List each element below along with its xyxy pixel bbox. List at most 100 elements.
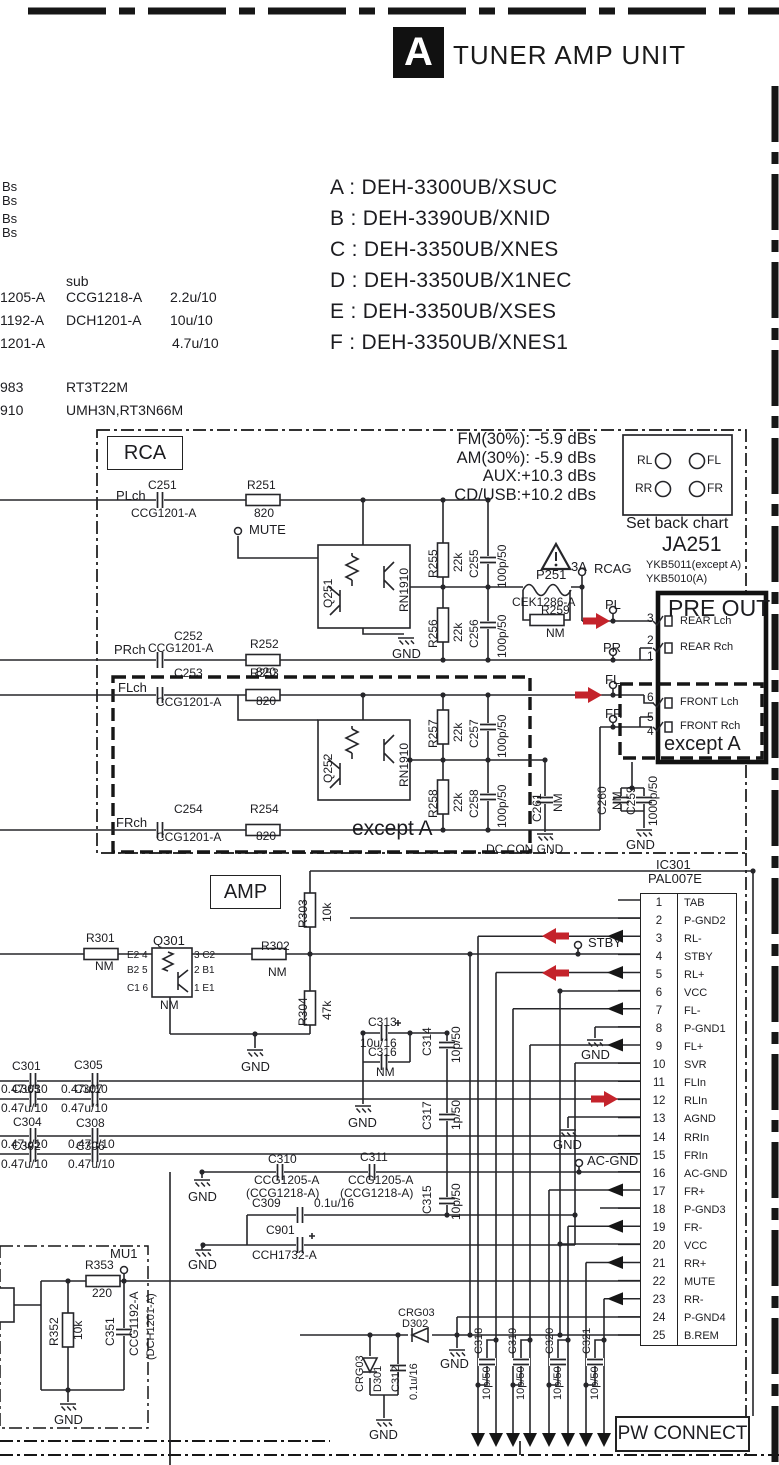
mute-label: MUTE <box>249 522 286 537</box>
ic301-pin-name: RL+ <box>684 969 705 982</box>
ic301-pin-name: B.REM <box>684 1329 719 1342</box>
r303: R303 <box>296 899 310 928</box>
page-title: TUNER AMP UNIT <box>453 40 687 70</box>
ic301-pin-number: 14 <box>641 1128 678 1147</box>
c310-val2: (CCG1218-A) <box>246 1186 320 1200</box>
ic301-pin-number: 2 <box>641 912 678 931</box>
ic301-pin-name: RR- <box>684 1293 704 1306</box>
q251-type: RN1910 <box>397 567 411 612</box>
c315: C315 <box>420 1185 434 1214</box>
c258: C258 <box>467 789 481 818</box>
pre-out-box <box>655 590 769 765</box>
mu1: MU1 <box>110 1246 138 1261</box>
c309: C309 <box>252 1196 281 1210</box>
part-row3-a: 1201-A <box>0 335 46 351</box>
preout-pin2: 2 <box>647 633 654 647</box>
c301-val: 0.47u/10 <box>1 1082 48 1096</box>
r302: R302 <box>261 939 290 953</box>
amp-section-label: AMP <box>210 875 281 909</box>
ic301-pin-name: RRIn <box>684 1131 710 1144</box>
stby: STBY <box>588 935 622 950</box>
part-row5-b: UMH3N,RT3N66M <box>66 402 184 418</box>
ic301-pin-number: 9 <box>641 1038 678 1057</box>
bs-4: Bs <box>2 225 18 240</box>
gnd-c313: GND <box>348 1115 377 1130</box>
gnd-c312: GND <box>369 1427 398 1442</box>
set-back-chart <box>622 434 733 516</box>
c257: C257 <box>467 719 481 748</box>
fl: FL <box>605 672 621 687</box>
ic301-pin-number: 8 <box>641 1020 678 1039</box>
pw-connect-label: PW CONNECT <box>615 1416 750 1452</box>
except-a-preout: except A <box>664 733 741 755</box>
model-item: C : DEH-3350UB/XNES <box>330 238 559 261</box>
c251: C251 <box>148 478 177 492</box>
q301-p5: B2 5 <box>127 965 148 976</box>
ic301-pin-name: P-GND3 <box>684 1203 726 1216</box>
c256: C256 <box>467 619 481 648</box>
c309-val: 0.1u/16 <box>314 1196 355 1210</box>
ic301-pin-name: FR+ <box>684 1185 706 1198</box>
rcag: RCAG <box>594 561 632 576</box>
signal-level: CD/USB:+10.2 dBs <box>454 485 596 504</box>
ic301-pin-name: FR- <box>684 1221 703 1234</box>
except-a-front-box <box>618 682 764 760</box>
part-row1-c: 2.2u/10 <box>170 289 217 305</box>
ic301-pin-number: 5 <box>641 966 678 985</box>
section-badge: A <box>393 27 444 78</box>
ic301-pin-number: 18 <box>641 1200 678 1219</box>
c351-val2: (DCH1201-A) <box>145 1293 157 1360</box>
c312: C312 <box>390 1365 402 1392</box>
setback-fl: FL <box>707 453 722 467</box>
q251: Q251 <box>321 578 335 608</box>
preout-title: PRE OUT <box>668 595 771 621</box>
c302-val: 0.47u/10 <box>1 1157 48 1171</box>
r259-val: NM <box>546 626 565 640</box>
gnd-agnd: GND <box>553 1137 582 1152</box>
ic301-pin-number: 12 <box>641 1092 678 1111</box>
preout-pin5: 5 <box>647 710 654 724</box>
ic301-pin-number: 19 <box>641 1218 678 1237</box>
part-row4-a: 983 <box>0 379 24 395</box>
signal-level: FM(30%): -5.9 dBs <box>457 430 596 448</box>
ic301-pin-name: FL- <box>684 1005 701 1018</box>
c261-val: NM <box>551 793 565 812</box>
c311: C311 <box>360 1150 388 1164</box>
c307-val: 0.47u/10 <box>61 1101 108 1115</box>
setback-caption: Set back chart <box>626 515 729 532</box>
front-rch: FRONT Rch <box>680 720 741 732</box>
ic301-pin-number: 10 <box>641 1056 678 1075</box>
r252: R252 <box>250 637 279 651</box>
preout-pin1: 1 <box>647 649 654 663</box>
gnd-c259: GND <box>626 837 655 852</box>
ic301-pin-name: VCC <box>684 1239 708 1252</box>
crg03-d301: CRG03 <box>354 1355 366 1392</box>
page-border-chain-lines <box>0 7 779 1465</box>
r251: R251 <box>247 478 276 492</box>
q252-type: RN1910 <box>397 742 411 787</box>
r257-val: 22k <box>451 722 465 742</box>
preout-pin4: 4 <box>647 724 654 738</box>
ic301-pin-number: 23 <box>641 1290 678 1309</box>
d301: D301 <box>372 1365 384 1392</box>
ic301-ref: IC301 <box>656 857 691 872</box>
part-row1-b: CCG1218-A <box>66 289 143 305</box>
r353-val: 220 <box>92 1286 113 1300</box>
c311-val2: (CCG1218-A) <box>340 1186 414 1200</box>
gnd-c901: GND <box>188 1257 217 1272</box>
r303-val: 10k <box>320 902 334 922</box>
ic301-pin-row: 23 RR- <box>641 1290 736 1309</box>
gnd-pin8: GND <box>581 1047 610 1062</box>
ic301-pin-number: 1 <box>641 894 678 913</box>
r251-val: 820 <box>254 506 275 520</box>
model-item: B : DEH-3390UB/XNID <box>330 207 551 230</box>
c321: C321 <box>581 1327 593 1354</box>
